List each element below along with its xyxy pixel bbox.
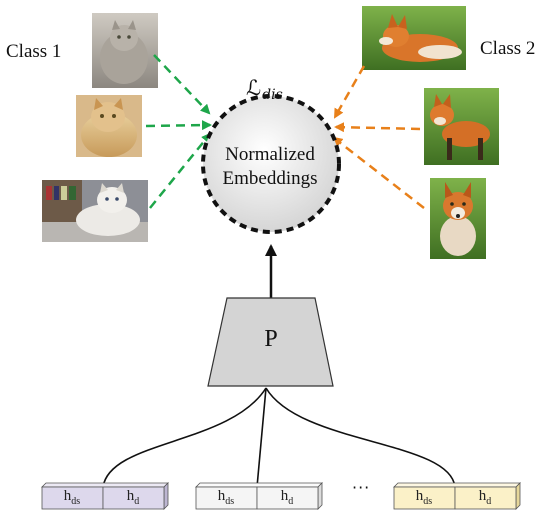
token1-hd-label: hd — [126, 488, 140, 507]
cat-image-2 — [76, 95, 142, 157]
loss-subscript: dis — [262, 87, 283, 103]
embedding-label-line2: Embeddings — [222, 168, 318, 189]
token3-hd-label: hd — [478, 488, 492, 507]
loss-symbol: ℒ — [246, 76, 262, 100]
class1-label: Class 1 — [6, 41, 62, 62]
cat-image-1 — [92, 13, 158, 88]
class2-arrow-1 — [333, 65, 366, 119]
class2-label: Class 2 — [480, 38, 536, 59]
embedding-label-line1: Normalized — [225, 144, 315, 165]
fox-image-1 — [362, 6, 466, 70]
loss-label: ℒdis — [246, 76, 283, 103]
class1-arrow-1 — [153, 54, 211, 115]
projector-label: P — [264, 326, 278, 352]
token1-hds-label: hds — [63, 488, 81, 507]
class1-arrow-3 — [149, 132, 212, 209]
fox-image-3 — [430, 178, 486, 259]
token2-hd-label: hd — [280, 488, 294, 507]
token-block-1 — [41, 482, 169, 510]
class2-arrow-2 — [334, 122, 421, 133]
fox-image-2 — [424, 88, 499, 165]
projector-block — [207, 297, 334, 387]
token3-hds-label: hds — [415, 488, 433, 507]
embedding-node-label: Normalized Embeddings — [200, 143, 340, 191]
cat-image-3 — [42, 180, 148, 242]
ellipsis: ··· — [352, 478, 371, 497]
token2-hds-label: hds — [217, 488, 235, 507]
token-block-3 — [393, 482, 521, 510]
token-block-2 — [195, 482, 323, 510]
token-connector-2 — [256, 387, 267, 488]
token-connector-3 — [265, 387, 456, 488]
embedding-node — [201, 94, 341, 234]
token-connector-1 — [102, 387, 267, 488]
class2-arrow-3 — [332, 136, 425, 209]
class1-arrow-2 — [145, 120, 212, 131]
